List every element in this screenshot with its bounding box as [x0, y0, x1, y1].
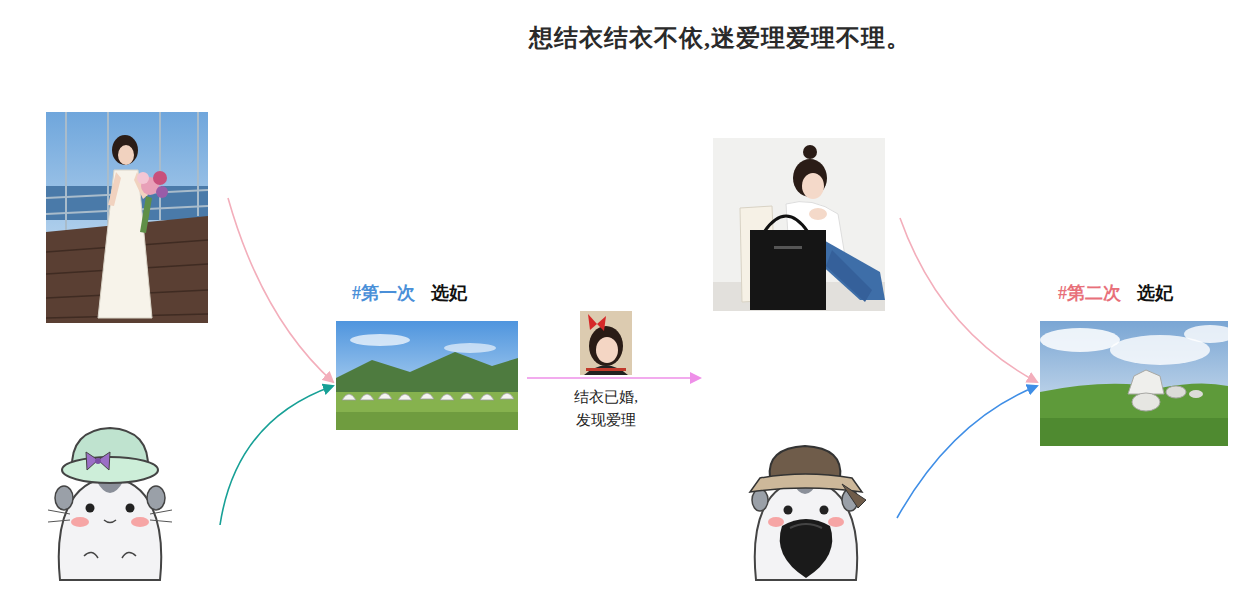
bearded-hamster-cartoon — [750, 446, 866, 580]
heading-text: 选妃 — [431, 281, 467, 305]
node-heading: #第一次选妃 — [352, 281, 483, 305]
blue-arrow — [897, 386, 1037, 518]
photo-node: #第一次选妃 — [336, 321, 518, 430]
girl-with-bag-photo — [713, 138, 885, 311]
hamster-cartoon — [48, 428, 172, 580]
pink-arrow — [228, 198, 333, 382]
pink-arrow — [900, 218, 1037, 382]
teal-arrow — [220, 386, 333, 525]
diagram-title: 想结衣结衣不依,迷爱理爱理不理。 — [529, 22, 911, 54]
bride-photo — [46, 112, 208, 323]
violet-arrow — [527, 377, 700, 379]
note-label: 结衣已婚, 发现爱理 — [556, 386, 656, 432]
round-tag: #第一次 — [352, 281, 415, 305]
heading-text: 选妃 — [1137, 281, 1173, 305]
grassland-statue-photo — [1040, 321, 1228, 446]
round-tag: #第二次 — [1058, 281, 1121, 305]
grassland-photo — [336, 321, 518, 430]
photo-node: #第二次选妃 — [1040, 321, 1228, 446]
girl-thumbnail — [580, 311, 632, 375]
node-heading: #第二次选妃 — [1058, 281, 1189, 305]
